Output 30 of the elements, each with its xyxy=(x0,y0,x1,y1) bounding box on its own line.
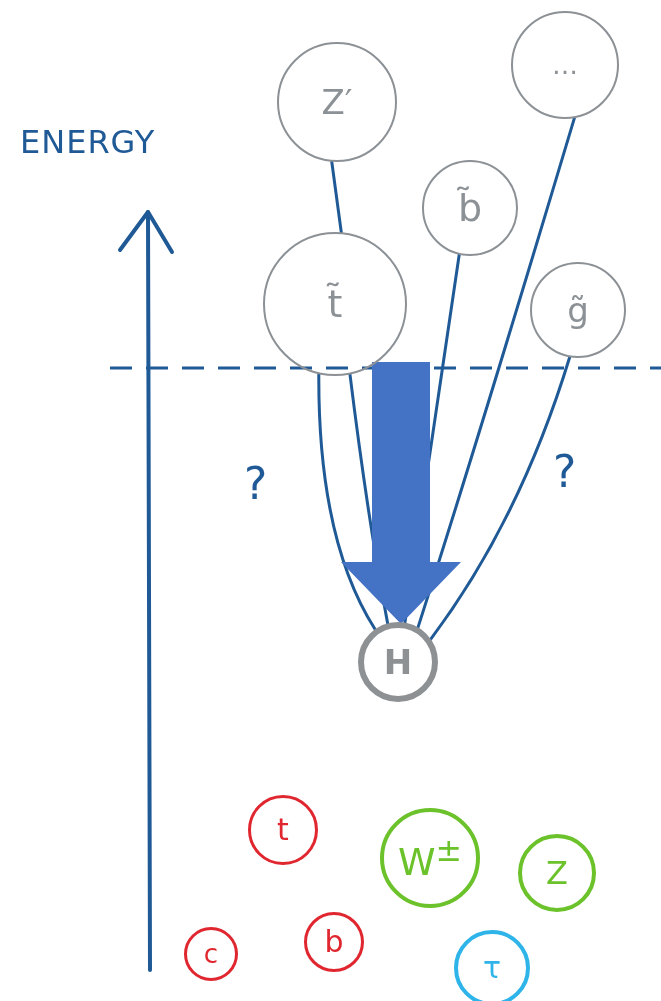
particle-symbol: Z xyxy=(546,857,568,889)
question-mark: ? xyxy=(553,450,577,494)
particle-symbol: W$^{±}$ xyxy=(397,835,463,881)
particle-symbol: … xyxy=(552,52,578,78)
particle-symbol: b xyxy=(324,927,344,957)
particle-symbol: τ xyxy=(482,953,502,983)
particle-circle xyxy=(263,232,407,376)
particle-circle xyxy=(518,834,596,912)
particle-circle xyxy=(380,808,480,908)
particle-symbol: Z′ xyxy=(321,85,353,119)
particle-circle xyxy=(248,795,318,865)
connector-line xyxy=(330,160,343,234)
connector-line xyxy=(416,116,576,629)
particle-circle xyxy=(422,160,518,256)
particle-circle xyxy=(304,912,364,972)
particle-circle xyxy=(511,11,619,119)
block-arrow xyxy=(341,362,461,624)
particle-circle xyxy=(277,42,397,162)
particle-circle xyxy=(184,927,238,981)
particle-symbol: H xyxy=(383,645,413,679)
particle-symbol: g̃ xyxy=(567,293,589,327)
connector-line xyxy=(429,355,572,641)
question-mark: ? xyxy=(244,462,268,506)
connector-line xyxy=(317,372,377,631)
particle-circle xyxy=(530,262,626,358)
particle-symbol: c xyxy=(203,941,219,967)
particle-symbol: t xyxy=(277,815,289,845)
axis-label: ENERGY xyxy=(20,126,156,158)
particle-circle xyxy=(358,622,438,702)
particle-circle xyxy=(454,930,530,1001)
